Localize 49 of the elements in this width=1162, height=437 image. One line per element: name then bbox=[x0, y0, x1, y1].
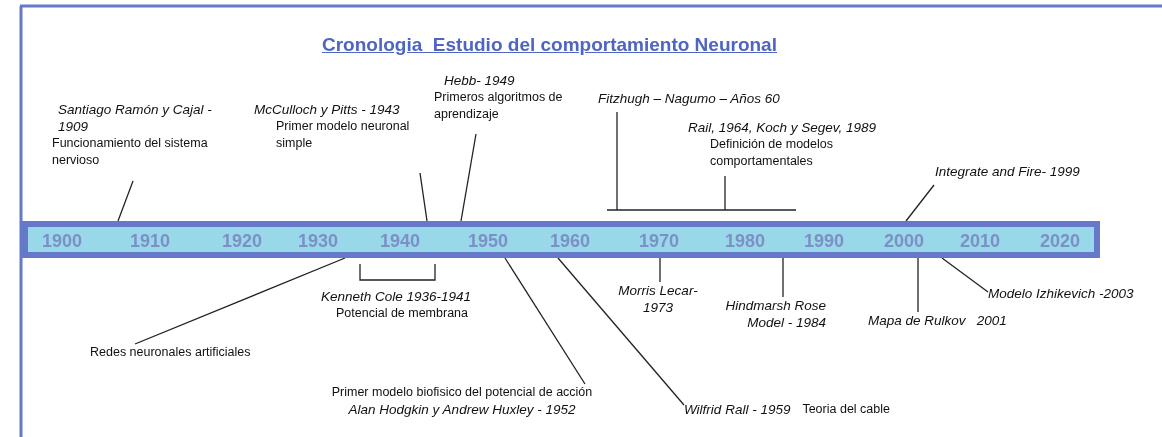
event-description: Teoria del cable bbox=[802, 400, 890, 418]
year-label: 1960 bbox=[550, 230, 590, 252]
year-label: 1940 bbox=[380, 230, 420, 252]
event-title: Santiago Ramón y Cajal - 1909 bbox=[57, 101, 213, 135]
event-description: Potencial de membrana bbox=[335, 305, 469, 322]
year-label: 1930 bbox=[298, 230, 338, 252]
leader-line bbox=[659, 257, 661, 283]
leader-line bbox=[460, 133, 477, 222]
event-description: Primer modelo neuronal simple bbox=[275, 118, 411, 152]
event-title: Hindmarsh Rose Model - 1984 bbox=[724, 297, 826, 331]
leader-line bbox=[782, 257, 784, 298]
event-title: Redes neuronales artificiales bbox=[90, 344, 252, 361]
leader-line bbox=[917, 257, 919, 313]
leader-line bbox=[905, 184, 935, 222]
year-label: 1900 bbox=[42, 230, 82, 252]
year-label: 2000 bbox=[884, 230, 924, 252]
event-title: Morris Lecar- 1973 bbox=[617, 282, 699, 316]
event-description: Definición de modelos comportamentales bbox=[709, 136, 834, 170]
event-description: Alan Hodgkin y Andrew Huxley - 1952 bbox=[347, 401, 577, 418]
event-description: Funcionamiento del sistema nervioso bbox=[52, 135, 209, 169]
leader-line bbox=[134, 257, 346, 345]
event-title: Wilfrid Rall - 1959 bbox=[684, 400, 791, 418]
event-title: Kenneth Cole 1936-1941 bbox=[319, 288, 473, 305]
year-label: 1990 bbox=[804, 230, 844, 252]
event-title: McCulloch y Pitts - 1943 bbox=[254, 101, 401, 118]
diagram-title: Cronologia Estudio del comportamiento Neuronal bbox=[322, 34, 777, 56]
leader-line bbox=[504, 257, 586, 385]
leader-line bbox=[557, 257, 685, 406]
leader-line bbox=[941, 257, 989, 293]
year-label: 2020 bbox=[1040, 230, 1080, 252]
event-title: Rail, 1964, Koch y Segev, 1989 bbox=[688, 119, 878, 136]
year-label: 1980 bbox=[725, 230, 765, 252]
year-label: 1920 bbox=[222, 230, 262, 252]
year-label: 1970 bbox=[639, 230, 679, 252]
leader-line bbox=[419, 172, 428, 222]
event-title: Hebb- 1949 bbox=[443, 72, 516, 89]
year-label: 1910 bbox=[130, 230, 170, 252]
leader-line bbox=[724, 175, 726, 211]
event-title: Modelo Izhikevich -2003 bbox=[988, 285, 1135, 302]
event-title: Fitzhugh – Nagumo – Años 60 bbox=[598, 90, 781, 107]
event-description: Primeros algoritmos de aprendizaje bbox=[434, 89, 564, 123]
event-title: Integrate and Fire- 1999 bbox=[935, 163, 1081, 180]
event-title: Mapa de Rulkov 2001 bbox=[868, 312, 1008, 329]
leader-line bbox=[117, 180, 134, 222]
year-label: 1950 bbox=[468, 230, 508, 252]
timeline-bar bbox=[22, 221, 1100, 258]
event-title: Primer modelo biofisico del potencial de acción bbox=[330, 384, 594, 401]
year-label: 2010 bbox=[960, 230, 1000, 252]
leader-line bbox=[616, 111, 618, 211]
